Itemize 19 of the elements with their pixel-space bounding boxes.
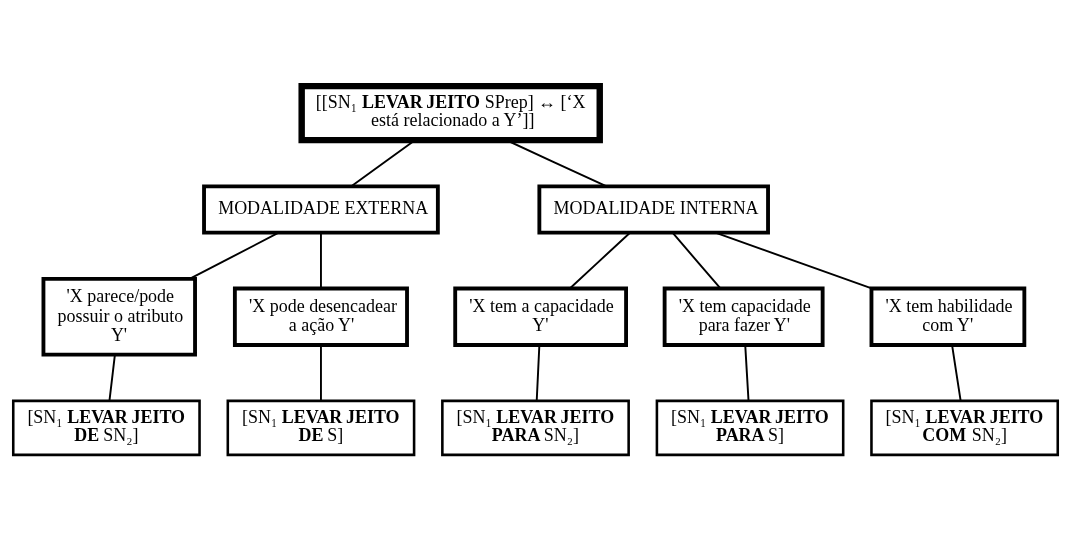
node-box: MODALIDADE INTERNA — [537, 183, 770, 235]
node-box: 'X tem habilidade com Y' — [869, 286, 1027, 347]
connector — [320, 231, 322, 289]
node-box: [SN₁ LEVAR JEITO DE S] — [226, 399, 416, 456]
node-box: [SN₁ LEVAR JEITO DE SN₂] — [11, 399, 201, 456]
node-box: [SN₁ LEVAR JEITO PARA SN₂] — [441, 399, 630, 456]
connector — [714, 231, 873, 289]
node-box: [[SN₁ LEVAR JEITO SPrep] ↔ [‘X está relacionado a Y’]] — [298, 82, 603, 143]
node-box: 'X tem capacidade para fazer Y' — [662, 286, 825, 347]
connector — [671, 231, 722, 289]
node-box: 'X tem a capacidade Y' — [453, 286, 628, 347]
node-box: [SN₁ LEVAR JEITO PARA S] — [655, 399, 845, 456]
node-box: [SN₁ LEVAR JEITO COM SN₂] — [870, 399, 1060, 456]
node-box: 'X parece/pode possuir o atributo Y' — [41, 276, 197, 357]
connector — [189, 231, 280, 280]
node-box: MODALIDADE EXTERNA — [202, 183, 440, 235]
connector — [108, 353, 116, 402]
node-box: 'X pode desencadear a ação Y' — [232, 286, 409, 347]
connector — [568, 231, 631, 289]
